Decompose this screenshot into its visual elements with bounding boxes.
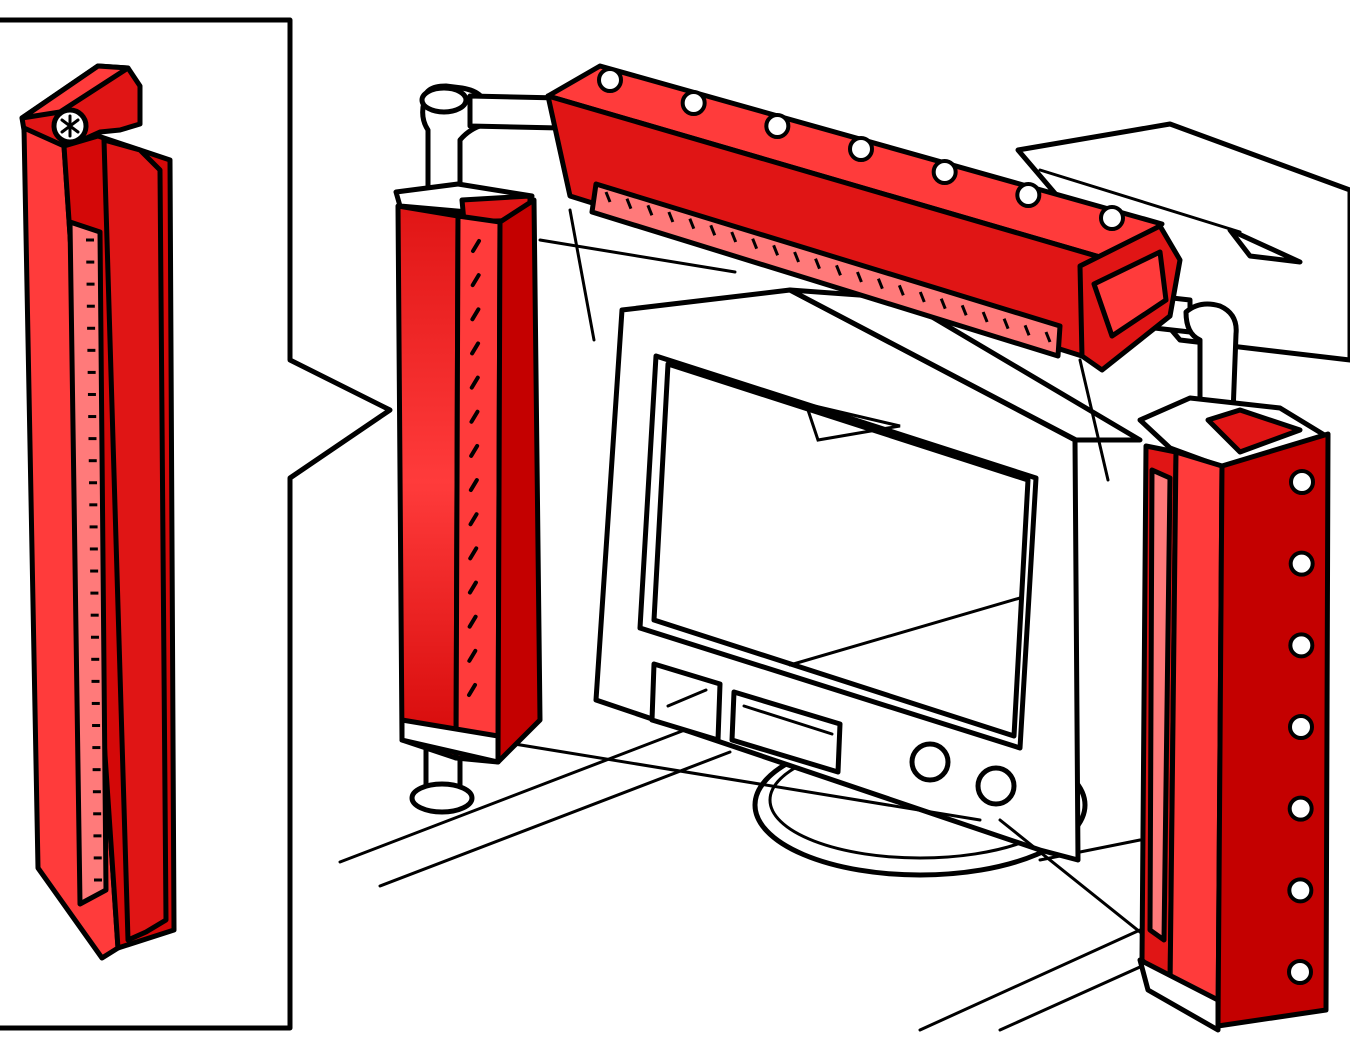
left-column-led (470, 273, 481, 288)
top-bar-tick (793, 251, 800, 263)
left-column-led (469, 409, 480, 424)
top-bar-tick (918, 291, 926, 303)
left-column-led (469, 443, 480, 458)
top-bar-tick (897, 284, 905, 296)
top-bar-tick (960, 304, 968, 316)
top-bar-tick (939, 298, 947, 310)
top-bar-tick (688, 218, 696, 230)
top-bar-tick (667, 211, 675, 223)
top-bar-tick (856, 271, 863, 283)
top-bar-hole-icon (848, 136, 874, 162)
top-bar-hole-icon (764, 113, 791, 139)
left-column-led (471, 239, 481, 253)
top-bar-tick (1002, 318, 1010, 330)
left-column-led (468, 546, 479, 561)
top-bar-tick (835, 264, 842, 276)
left-column-led (467, 614, 478, 629)
top-bar-tick (814, 258, 821, 270)
top-bar-tick (625, 198, 633, 210)
top-bar-hole-icon (597, 67, 623, 93)
knob-left-icon (909, 741, 951, 783)
knob-right-icon (975, 765, 1017, 807)
top-bar (545, 63, 1183, 373)
right-column-hole-icon (1287, 795, 1314, 822)
top-bar-hole-icon (1015, 182, 1042, 208)
left-column-led (467, 683, 477, 697)
top-bar-tick (751, 238, 759, 250)
left-column-led (470, 307, 481, 322)
right-column-hole-icon (1287, 877, 1314, 904)
right-column-hole-icon (1288, 632, 1315, 659)
left-column-led (467, 580, 478, 595)
top-bar-tick (1023, 324, 1031, 336)
top-bar-tick (981, 311, 989, 323)
right-column-hole-icon (1287, 959, 1313, 985)
detail-column-ticks (86, 238, 102, 882)
left-column (393, 181, 543, 765)
top-bar-tick (646, 204, 654, 216)
monitor-enclosure (488, 121, 1350, 942)
top-bar-tick (604, 191, 612, 203)
right-column (1137, 395, 1331, 1033)
right-column-hole-icon (1288, 550, 1315, 577)
top-bar-tick (730, 231, 738, 243)
top-bar-ticks (604, 191, 1052, 343)
left-column-led (470, 341, 481, 356)
left-column-led (469, 375, 480, 390)
left-column-leds (467, 239, 481, 697)
right-column-holes (1287, 469, 1315, 985)
left-column-led (468, 478, 479, 493)
right-column-hole-icon (1288, 714, 1314, 740)
top-bar-hole-icon (1099, 205, 1125, 231)
right-column-hole-icon (1289, 469, 1315, 495)
top-bar-holes (597, 67, 1125, 231)
left-column-led (467, 648, 478, 663)
top-bar-tick (1044, 331, 1052, 343)
top-bar-tick (876, 278, 884, 290)
detail-column (19, 63, 177, 961)
top-bar-tick (772, 244, 780, 256)
panel-slot-small (649, 661, 723, 743)
left-column-led (468, 512, 479, 527)
top-bar-hole-icon (931, 159, 958, 185)
top-bar-tick (709, 224, 717, 236)
top-bar-hole-icon (680, 90, 707, 116)
callout-panel (0, 17, 393, 1031)
